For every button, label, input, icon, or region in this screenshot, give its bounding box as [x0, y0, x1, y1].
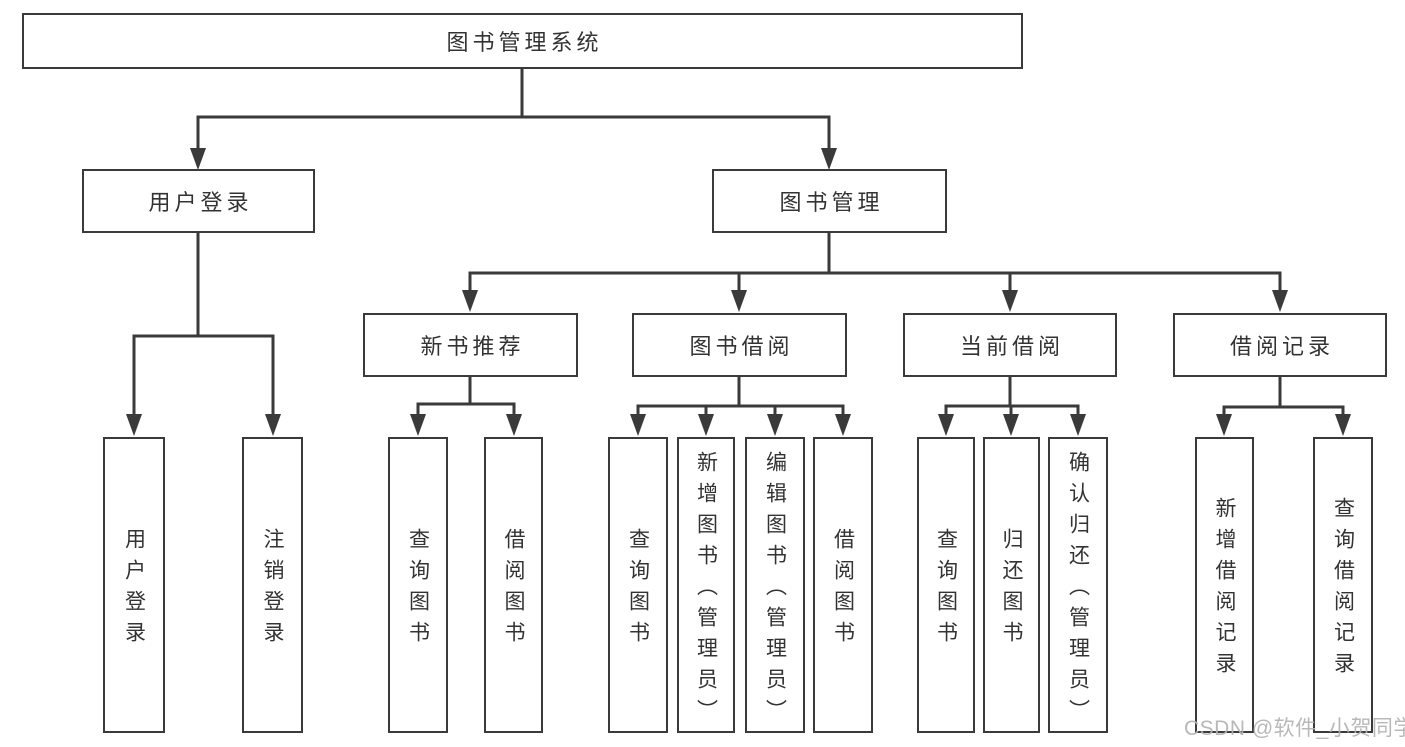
- leaf-nb-query-books-label: 查询图书: [406, 528, 430, 652]
- connector-new-book-rec-to-leaves: [416, 377, 516, 416]
- arrowhead-borrow-record: [1272, 290, 1288, 312]
- arrowhead-new-book-rec: [462, 290, 478, 312]
- node-root: 图书管理系统: [22, 13, 1023, 69]
- node-borrow-record: 借阅记录: [1173, 313, 1387, 377]
- leaf-cb-return-books-label: 归还图书: [1000, 528, 1023, 652]
- leaf-logout-label: 注销登录: [261, 528, 284, 652]
- arrowhead-br-add: [1216, 414, 1232, 436]
- node-new-book-rec-label: 新书推荐: [420, 334, 525, 359]
- arrowhead-leaf-user-login: [126, 414, 142, 436]
- leaf-bb-add-books-admin-label: 新增图书（管理员）: [694, 450, 718, 730]
- leaf-bb-edit-books-admin-label: 编辑图书（管理员）: [763, 450, 787, 730]
- leaf-bb-borrow-books-label: 借阅图书: [831, 528, 855, 652]
- leaf-bb-query-books-label: 查询图书: [626, 528, 650, 652]
- arrowhead-bb-query: [630, 414, 646, 436]
- node-user-login: 用户登录: [82, 169, 315, 233]
- arrowhead-nb-borrow: [506, 414, 522, 436]
- node-current-borrow-label: 当前借阅: [959, 334, 1064, 359]
- leaf-cb-return-books: 归还图书: [983, 437, 1040, 733]
- leaf-br-add-record: 新增借阅记录: [1195, 437, 1254, 733]
- leaf-bb-add-books-admin: 新增图书（管理员）: [677, 437, 735, 733]
- arrowhead-leaf-logout: [265, 414, 281, 436]
- node-new-book-rec: 新书推荐: [363, 313, 578, 377]
- leaf-cb-query-books-label: 查询图书: [934, 528, 958, 652]
- leaf-cb-confirm-return-admin: 确认归还（管理员）: [1048, 437, 1108, 733]
- arrowhead-bb-borrow: [835, 414, 851, 436]
- arrowhead-current-borrow: [1002, 290, 1018, 312]
- arrowhead-cb-return: [1003, 414, 1019, 436]
- node-borrow-record-label: 借阅记录: [1229, 334, 1334, 359]
- leaf-cb-confirm-return-admin-label: 确认归还（管理员）: [1066, 450, 1090, 730]
- arrowhead-bb-add: [698, 414, 714, 436]
- leaf-cb-query-books: 查询图书: [917, 437, 975, 733]
- leaf-logout: 注销登录: [242, 437, 303, 733]
- arrowhead-bb-edit: [767, 414, 783, 436]
- node-root-label: 图书管理系统: [446, 30, 603, 55]
- leaf-bb-query-books: 查询图书: [608, 437, 668, 733]
- arrowhead-user-login: [190, 148, 206, 170]
- leaf-br-query-record: 查询借阅记录: [1313, 437, 1373, 733]
- leaf-bb-borrow-books: 借阅图书: [813, 437, 873, 733]
- leaf-br-add-record-label: 新增借阅记录: [1213, 497, 1236, 683]
- arrowhead-book-borrow: [731, 290, 747, 312]
- leaf-br-query-record-label: 查询借阅记录: [1331, 497, 1355, 683]
- leaf-nb-borrow-books-label: 借阅图书: [502, 528, 525, 652]
- connector-user-login-to-leaves: [132, 233, 275, 416]
- leaf-nb-query-books: 查询图书: [388, 437, 448, 733]
- node-book-mgmt-label: 图书管理: [779, 190, 884, 215]
- node-user-login-label: 用户登录: [148, 190, 253, 215]
- connector-current-borrow-to-leaves: [944, 377, 1080, 416]
- leaf-user-login-label: 用户登录: [122, 528, 146, 652]
- arrowhead-book-mgmt: [821, 148, 837, 170]
- arrowhead-cb-confirm: [1070, 414, 1086, 436]
- arrowhead-cb-query: [938, 414, 954, 436]
- leaf-bb-edit-books-admin: 编辑图书（管理员）: [745, 437, 805, 733]
- node-book-borrow: 图书借阅: [632, 313, 847, 377]
- node-book-borrow-label: 图书借阅: [689, 334, 794, 359]
- connector-book-mgmt-to-level3: [468, 233, 1282, 292]
- connector-borrow-record-to-leaves: [1222, 377, 1345, 416]
- arrowhead-nb-query: [410, 414, 426, 436]
- node-book-mgmt: 图书管理: [712, 169, 947, 233]
- arrowhead-br-query: [1335, 414, 1351, 436]
- node-current-borrow: 当前借阅: [903, 313, 1117, 377]
- leaf-nb-borrow-books: 借阅图书: [484, 437, 543, 733]
- leaf-user-login: 用户登录: [103, 437, 165, 733]
- connector-book-borrow-to-leaves: [636, 377, 845, 416]
- connector-root-to-level2: [196, 69, 831, 150]
- csdn-watermark: CSDN @软件_小贺同学: [1184, 717, 1405, 740]
